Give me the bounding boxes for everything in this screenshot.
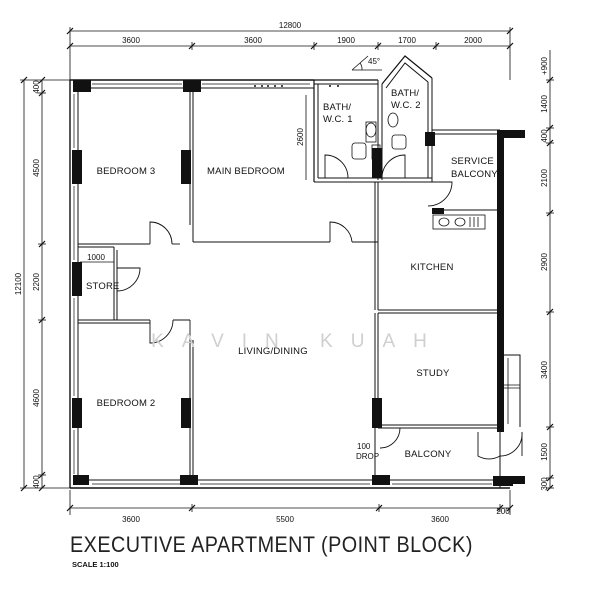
room-bath-2-line-1: BATH/ — [391, 88, 419, 99]
wall-dots — [254, 85, 339, 87]
plan-scale: SCALE 1:100 — [72, 560, 119, 569]
room-bedroom-3: BEDROOM 3 — [97, 166, 156, 177]
dim-right-6: 3400 — [540, 361, 549, 379]
room-bath-2-line-2: W.C. 2 — [391, 100, 421, 111]
dim-top-4: 1700 — [398, 36, 416, 45]
plan-title: EXECUTIVE APARTMENT (POINT BLOCK) — [70, 532, 473, 557]
fixtures — [351, 112, 486, 230]
drop-label-text: DROP — [356, 452, 379, 461]
dim-left-4: 4600 — [32, 389, 41, 407]
dim-top-3: 1900 — [337, 36, 355, 45]
room-service-balcony-line-1: SERVICE — [451, 156, 494, 167]
dim-right-1: +900 — [540, 56, 549, 75]
dim-bottom-4: 200 — [496, 507, 510, 516]
doors — [116, 154, 523, 460]
dim-left-3: 2200 — [32, 273, 41, 291]
dim-left-2: 4500 — [32, 159, 41, 177]
room-labels: BEDROOM 3 MAIN BEDROOM BATH/ W.C. 1 BATH… — [86, 88, 498, 461]
watermark: KAVIN KUAH — [151, 331, 445, 352]
dim-top-1: 3600 — [122, 36, 140, 45]
structural-elements — [72, 80, 525, 486]
dim-bottom-1: 3600 — [122, 515, 140, 524]
dim-right-5: 2900 — [540, 253, 549, 271]
windows — [73, 83, 492, 485]
dim-top-2: 3600 — [244, 36, 262, 45]
drop-label-value: 100 — [357, 442, 371, 451]
dim-store-width: 1000 — [87, 253, 105, 262]
dim-bath-depth: 2600 — [296, 128, 305, 146]
dimension-lines — [20, 27, 554, 515]
dim-left-1: 400 — [32, 80, 41, 94]
dim-overall-height: 12100 — [14, 272, 23, 295]
dim-right-4: 2100 — [540, 169, 549, 187]
room-bath-1-line-2: W.C. 1 — [323, 114, 353, 125]
room-bath-1-line-1: BATH/ — [323, 102, 351, 113]
room-living-dining: LIVING/DINING — [238, 346, 308, 357]
room-balcony: BALCONY — [405, 449, 452, 460]
dim-right-2: 1400 — [540, 95, 549, 113]
dimension-labels: 12800 3600 3600 1900 1700 2000 3600 5500… — [14, 21, 549, 524]
room-service-balcony-line-2: BALCONY — [451, 169, 498, 180]
dim-right-7: 1500 — [540, 443, 549, 461]
dim-bottom-2: 5500 — [276, 515, 294, 524]
room-bedroom-2: BEDROOM 2 — [97, 398, 156, 409]
dimension-ticks — [20, 27, 554, 512]
dim-left-5: 400 — [32, 475, 41, 489]
dim-right-3: 400 — [540, 129, 549, 143]
room-store: STORE — [86, 281, 120, 292]
dim-right-8: 300 — [540, 477, 549, 491]
angle-label: 45° — [368, 57, 380, 66]
dim-bottom-3: 3600 — [431, 515, 449, 524]
angle-marker — [351, 55, 382, 71]
room-main-bedroom: MAIN BEDROOM — [207, 166, 285, 177]
dim-overall-width: 12800 — [279, 21, 302, 30]
room-kitchen: KITCHEN — [410, 262, 453, 273]
dim-top-5: 2000 — [464, 36, 482, 45]
room-study: STUDY — [416, 368, 450, 379]
